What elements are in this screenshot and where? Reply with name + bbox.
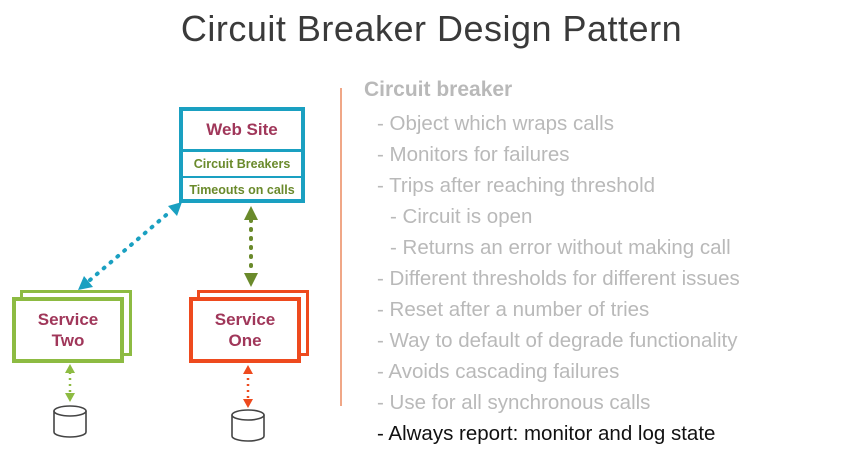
list-item: - Avoids cascading failures [377, 360, 620, 383]
web-site-title: Web Site [183, 111, 301, 152]
list-subitem: - Circuit is open [390, 205, 533, 228]
list-item: - Way to default of degrade functionalit… [377, 329, 738, 352]
database-icon [53, 405, 87, 438]
arrowhead-up-green [244, 206, 258, 220]
database-icon [231, 409, 265, 442]
service-one-front: Service One [189, 297, 301, 363]
connector-website-service-two [88, 208, 174, 282]
service-two-label-line2: Two [51, 331, 85, 350]
web-site-box: Web Site Circuit Breakers Timeouts on ca… [179, 107, 305, 203]
service-two-label-line1: Service [37, 310, 99, 329]
slide-title: Circuit Breaker Design Pattern [180, 8, 683, 49]
arrowhead-up-teal [168, 202, 182, 216]
service-two-front: Service Two [12, 297, 124, 363]
service-one-label-line1: Service [214, 310, 276, 329]
web-site-row-timeouts: Timeouts on calls [189, 183, 295, 197]
list-subitem: - Returns an error without making call [390, 236, 731, 259]
list-item: - Different thresholds for different iss… [377, 267, 740, 290]
list-item: - Object which wraps calls [377, 112, 614, 135]
list-item: - Use for all synchronous calls [377, 391, 651, 414]
arrowhead-down-green [244, 273, 258, 287]
list-item-active: - Always report: monitor and log state [377, 422, 716, 445]
list-item: - Trips after reaching threshold [377, 174, 656, 197]
list-heading: Circuit breaker [364, 78, 513, 101]
list-item: - Reset after a number of tries [377, 298, 650, 321]
web-site-row-circuit-breakers: Circuit Breakers [183, 152, 301, 178]
service-one-label-line2: One [228, 331, 262, 350]
vertical-divider [340, 88, 342, 406]
list-item: - Monitors for failures [377, 143, 570, 166]
arrowhead-down-teal [78, 276, 93, 290]
